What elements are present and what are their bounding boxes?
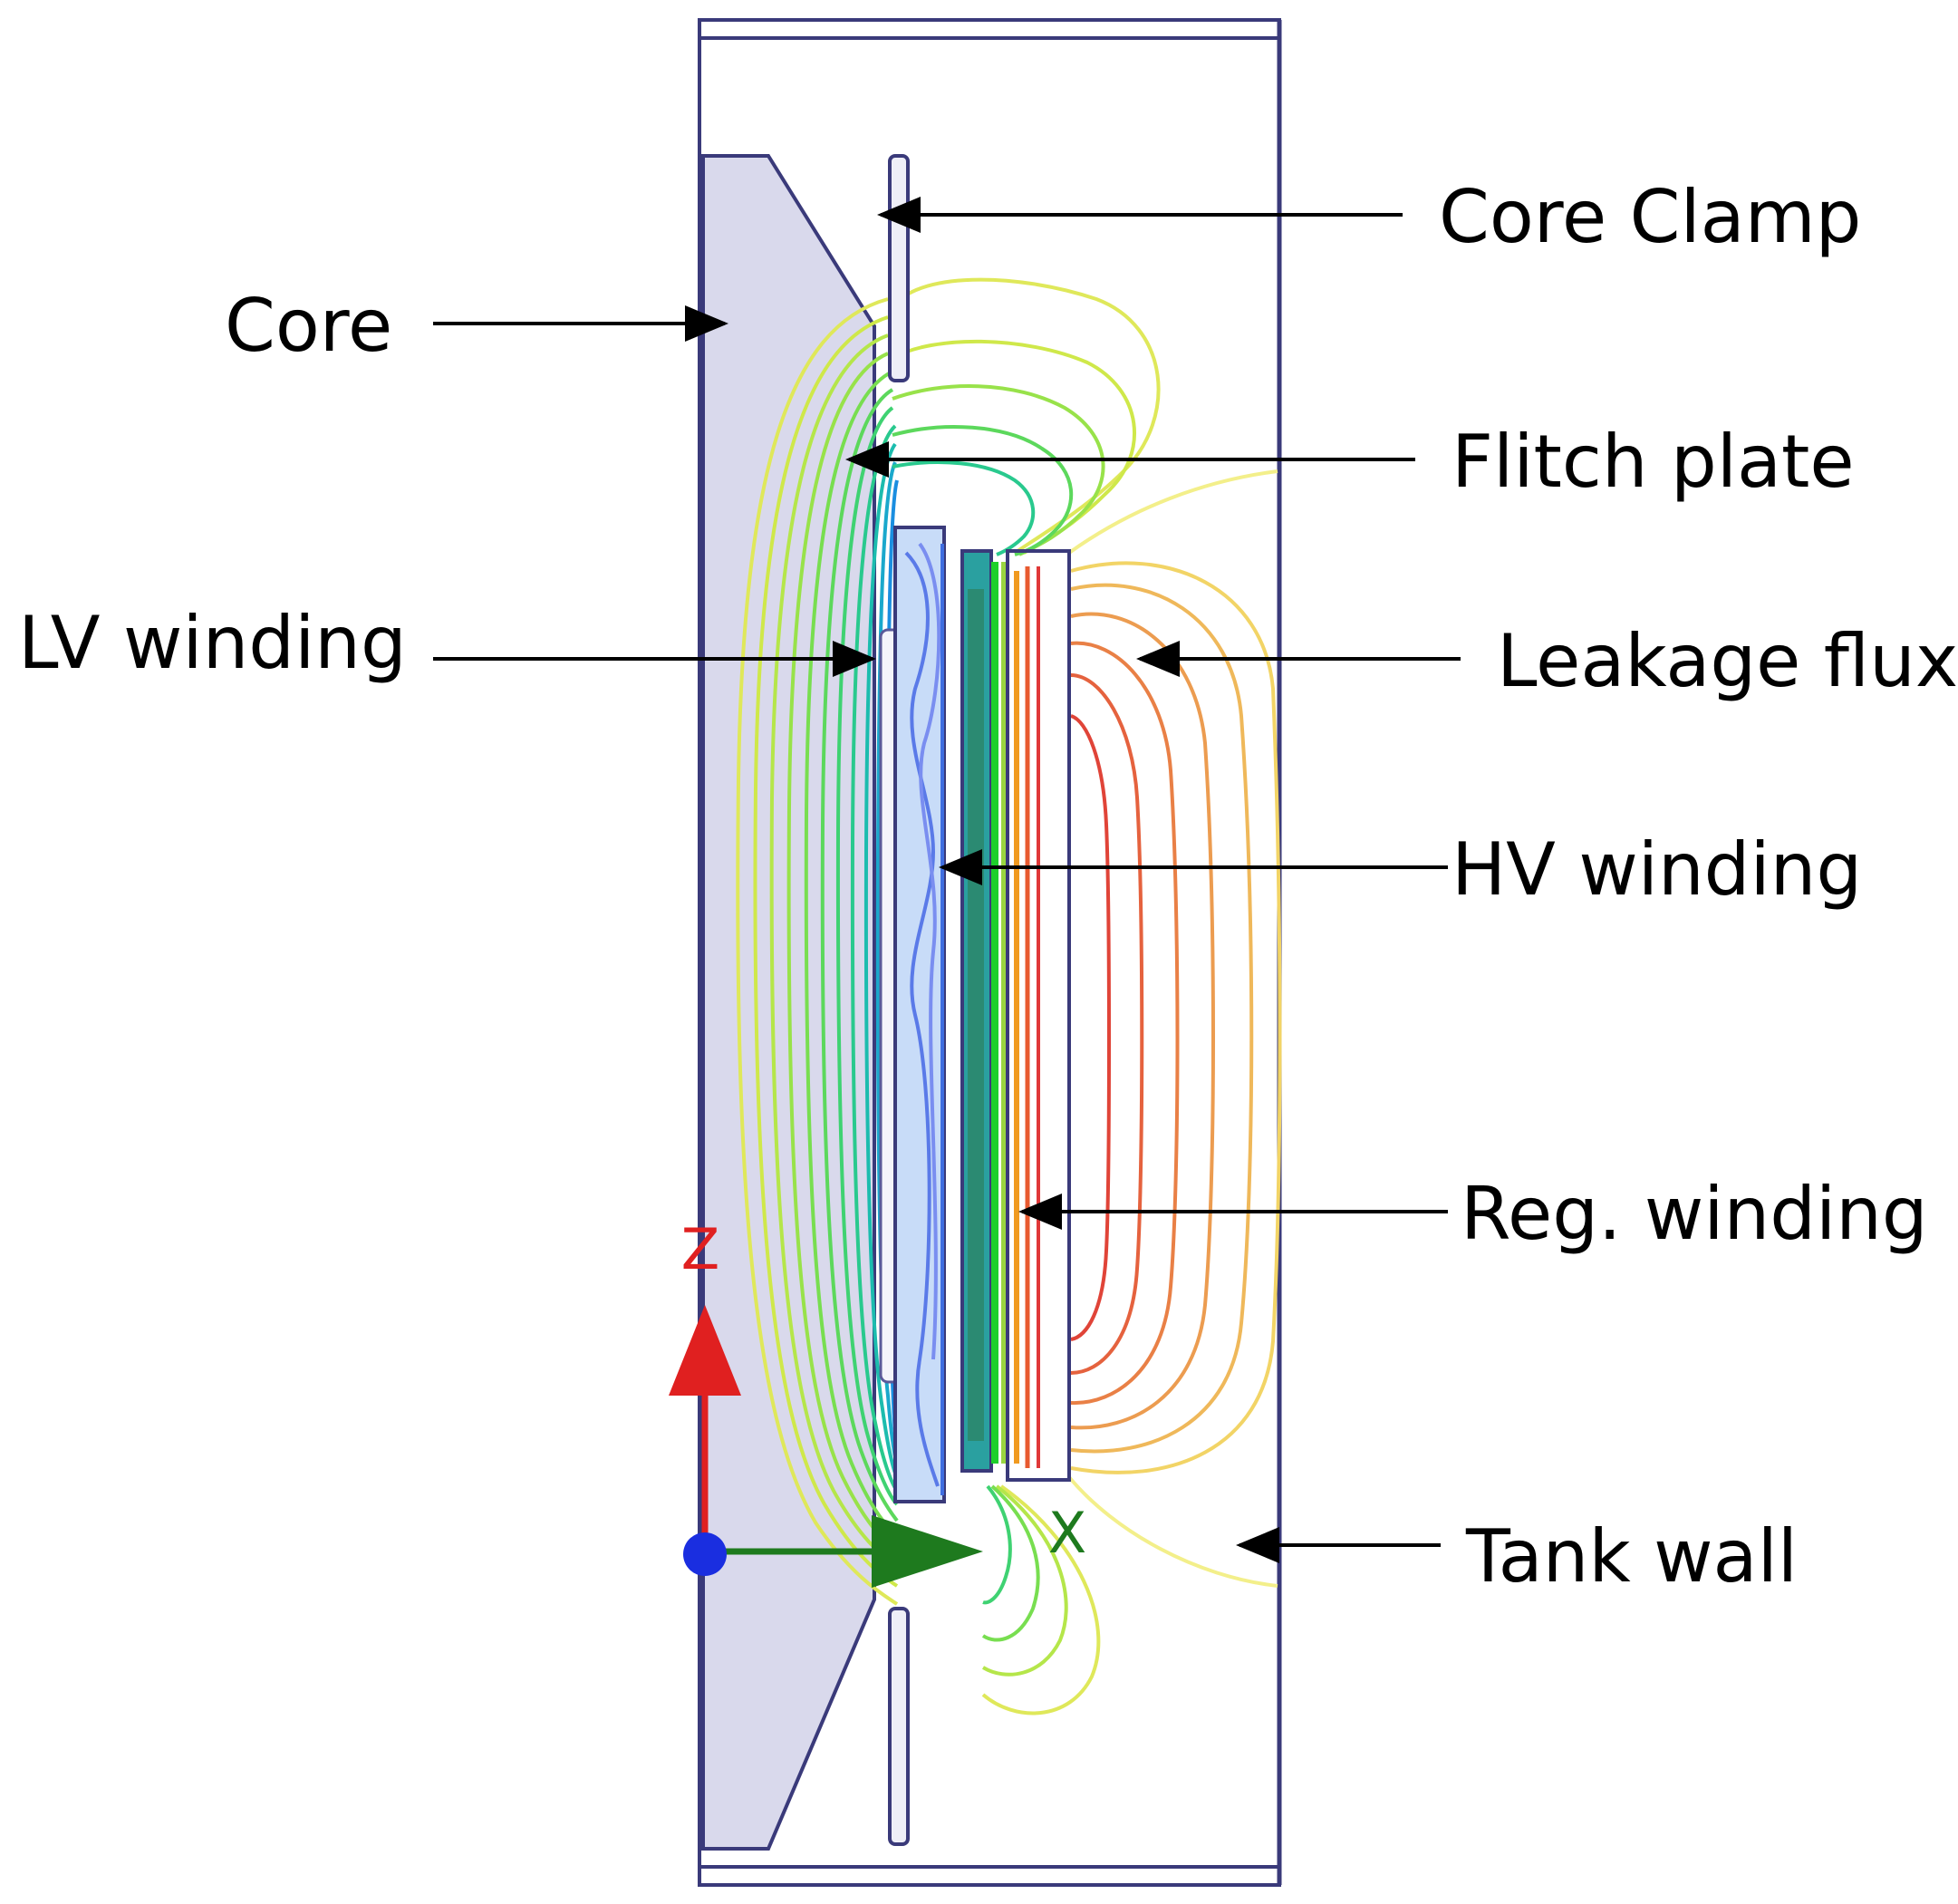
core-clamp-upper [888,154,910,382]
flux-contours-right [1067,469,1282,1588]
label-reg-winding: Reg. winding [1461,1172,1928,1256]
z-axis-label: Z [681,1216,719,1282]
x-axis-label: X [1048,1500,1086,1566]
label-core-clamp: Core Clamp [1439,175,1861,259]
hv-winding-core-band [968,589,984,1441]
coordinate-axes: Z X [669,1216,1086,1588]
label-lv-winding: LV winding [18,601,407,685]
flux-contours-lower [981,1484,1101,1716]
z-axis-arrowhead [669,1305,741,1396]
lv-winding-contours [904,542,944,1495]
label-core: Core [225,284,392,368]
y-axis-dot [683,1532,727,1576]
label-flitch-plate: Flitch plate [1452,420,1855,504]
x-axis-arrowhead [872,1515,983,1588]
label-tank-wall: Tank wall [1465,1514,1798,1599]
label-leakage-flux: Leakage flux [1497,619,1958,703]
flux-contours-upper [891,277,1161,556]
core-clamp-lower [888,1607,910,1846]
label-hv-winding: HV winding [1452,827,1862,912]
callout-arrows [433,197,1461,1563]
reg-winding-block [1006,549,1071,1482]
